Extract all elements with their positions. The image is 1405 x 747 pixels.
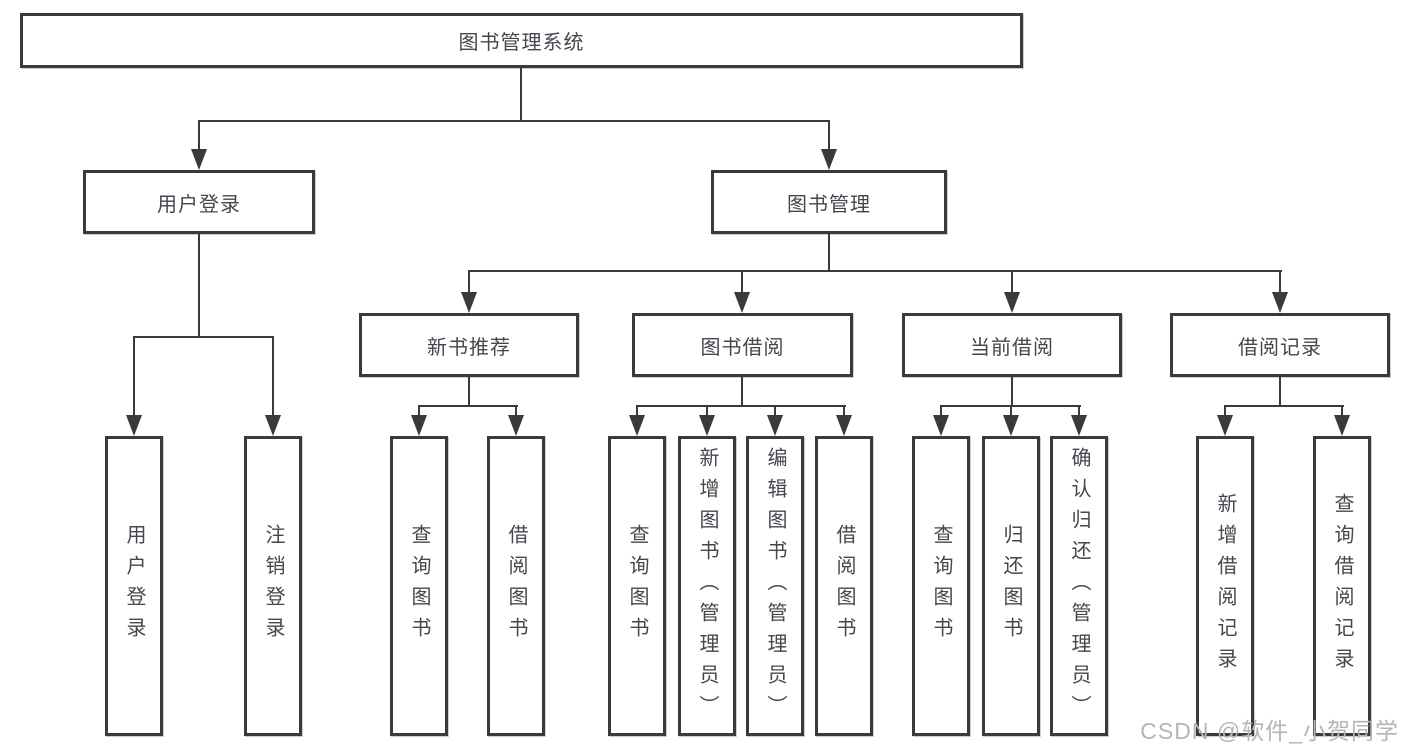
connector-line — [133, 336, 274, 338]
connector-line — [418, 405, 420, 417]
node-book-management-module: 图书管理 — [711, 170, 947, 234]
node-label: 新书推荐 — [427, 336, 511, 359]
connector-line — [1011, 270, 1013, 294]
connector-line — [272, 336, 274, 416]
connector-line — [468, 377, 470, 407]
leaf-borrow-books: 借阅图书 — [815, 436, 873, 736]
leaf-borrow-books-recommend: 借阅图书 — [487, 436, 545, 736]
node-label: 新增借阅记录 — [1214, 493, 1236, 679]
arrow-down-icon — [767, 415, 783, 436]
arrow-down-icon — [1071, 415, 1087, 436]
arrow-down-icon — [1272, 292, 1288, 313]
arrow-down-icon — [836, 415, 852, 436]
connector-line — [515, 405, 517, 417]
node-label: 借阅图书 — [833, 524, 855, 648]
node-label: 编辑图书（管理员） — [764, 446, 786, 726]
arrow-down-icon — [1004, 292, 1020, 313]
leaf-user-login: 用户登录 — [105, 436, 163, 736]
arrow-down-icon — [629, 415, 645, 436]
arrow-down-icon — [508, 415, 524, 436]
connector-line — [940, 405, 942, 417]
node-label: 注销登录 — [262, 524, 284, 648]
connector-line — [198, 234, 200, 338]
node-library-management-system: 图书管理系统 — [20, 13, 1023, 68]
node-label: 借阅记录 — [1238, 336, 1322, 359]
csdn-watermark: CSDN @软件_小贺同学 — [1140, 718, 1399, 744]
node-label: 借阅图书 — [505, 524, 527, 648]
connector-line — [636, 405, 846, 407]
node-current-borrowing: 当前借阅 — [902, 313, 1122, 377]
connector-line — [133, 336, 135, 416]
connector-line — [706, 405, 708, 417]
node-label: 归还图书 — [1000, 524, 1022, 648]
arrow-down-icon — [933, 415, 949, 436]
connector-line — [741, 377, 743, 407]
node-label: 查询图书 — [626, 524, 648, 648]
leaf-edit-books-admin: 编辑图书（管理员） — [746, 436, 804, 736]
leaf-return-books: 归还图书 — [982, 436, 1040, 736]
leaf-query-books-current: 查询图书 — [912, 436, 970, 736]
connector-line — [636, 405, 638, 417]
connector-line — [198, 120, 200, 152]
connector-line — [741, 270, 743, 294]
arrow-down-icon — [699, 415, 715, 436]
node-borrowing-records: 借阅记录 — [1170, 313, 1390, 377]
connector-line — [198, 120, 830, 122]
node-label: 查询借阅记录 — [1331, 493, 1353, 679]
node-label: 用户登录 — [123, 524, 145, 648]
node-label: 用户登录 — [157, 193, 241, 216]
connector-line — [828, 234, 830, 272]
node-label: 图书借阅 — [700, 336, 785, 359]
connector-line — [468, 270, 470, 294]
node-label: 确认归还（管理员） — [1068, 446, 1090, 726]
connector-line — [1011, 377, 1013, 407]
arrow-down-icon — [461, 292, 477, 313]
connector-line — [468, 270, 1282, 272]
arrow-down-icon — [1217, 415, 1233, 436]
connector-line — [1010, 405, 1012, 417]
connector-line — [1279, 377, 1281, 407]
arrow-down-icon — [1334, 415, 1350, 436]
node-label: 当前借阅 — [970, 336, 1054, 359]
node-label: 图书管理 — [787, 193, 871, 216]
arrow-down-icon — [411, 415, 427, 436]
arrow-down-icon — [265, 415, 281, 436]
connector-line — [418, 405, 518, 407]
connector-line — [1224, 405, 1226, 417]
node-label: 查询图书 — [408, 524, 430, 648]
leaf-confirm-return-admin: 确认归还（管理员） — [1050, 436, 1108, 736]
connector-line — [1341, 405, 1343, 417]
connector-line — [1078, 405, 1080, 417]
arrow-down-icon — [734, 292, 750, 313]
node-book-borrowing: 图书借阅 — [632, 313, 853, 377]
connector-line — [843, 405, 845, 417]
arrow-down-icon — [1003, 415, 1019, 436]
arrow-down-icon — [821, 149, 837, 170]
connector-line — [774, 405, 776, 417]
arrow-down-icon — [126, 415, 142, 436]
node-label: 新增图书（管理员） — [696, 446, 718, 726]
connector-line — [520, 68, 522, 122]
leaf-query-borrow-record: 查询借阅记录 — [1313, 436, 1371, 736]
node-label: 查询图书 — [930, 524, 952, 648]
node-label: 图书管理系统 — [458, 32, 585, 54]
leaf-add-borrow-record: 新增借阅记录 — [1196, 436, 1254, 736]
connector-line — [828, 120, 830, 152]
leaf-query-books-borrowing: 查询图书 — [608, 436, 666, 736]
connector-line — [1224, 405, 1344, 407]
leaf-query-books-recommend: 查询图书 — [390, 436, 448, 736]
arrow-down-icon — [191, 149, 207, 170]
leaf-add-books-admin: 新增图书（管理员） — [678, 436, 736, 736]
node-user-login-module: 用户登录 — [83, 170, 315, 234]
leaf-logout: 注销登录 — [244, 436, 302, 736]
connector-line — [1279, 270, 1281, 294]
node-new-book-recommendation: 新书推荐 — [359, 313, 579, 377]
